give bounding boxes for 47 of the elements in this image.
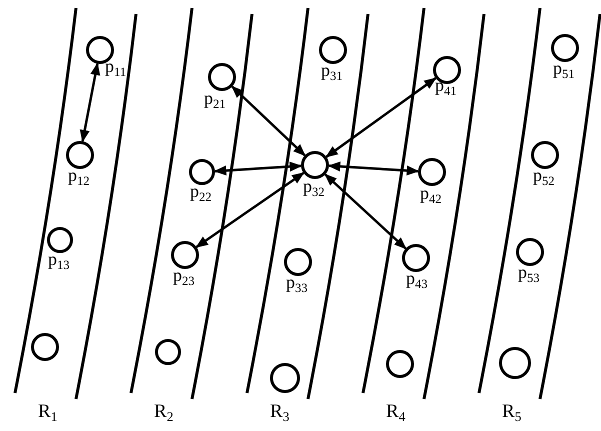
point-label: p$_{33}$ <box>286 273 308 292</box>
circle <box>208 63 236 91</box>
circle <box>284 248 312 276</box>
point-label: p$_{53}$ <box>518 263 540 282</box>
circle <box>47 227 73 253</box>
circle <box>433 56 461 84</box>
region-label: R$_{4}$ <box>386 402 406 422</box>
arrow <box>325 77 437 158</box>
circle <box>189 159 215 185</box>
arrow <box>231 86 306 156</box>
point-label: p$_{21}$ <box>204 89 226 108</box>
point-label: p$_{32}$ <box>303 177 325 196</box>
point-label: p$_{23}$ <box>173 266 195 285</box>
arrow <box>328 162 420 176</box>
circle <box>155 339 181 365</box>
circle <box>319 36 347 64</box>
region-label: R$_{1}$ <box>38 402 58 422</box>
point-label: p$_{51}$ <box>553 59 575 78</box>
circle <box>418 158 446 186</box>
point-label: p$_{43}$ <box>406 269 428 288</box>
region-label: R$_{3}$ <box>270 402 290 422</box>
circle <box>270 363 300 393</box>
circle <box>31 333 59 361</box>
circle <box>531 141 559 169</box>
region-label: R$_{2}$ <box>154 402 174 422</box>
point-label: p$_{12}$ <box>68 166 90 185</box>
circle <box>551 34 579 62</box>
circle <box>86 36 114 64</box>
point-label: p$_{52}$ <box>533 166 555 185</box>
point-label: p$_{42}$ <box>420 184 442 203</box>
point-label: p$_{11}$ <box>105 57 126 76</box>
circle <box>386 350 414 378</box>
circle <box>301 151 329 179</box>
circle <box>402 244 430 272</box>
arrow <box>195 172 305 248</box>
point-label: p$_{13}$ <box>48 250 70 269</box>
circle <box>66 141 94 169</box>
region-label: R$_{5}$ <box>502 402 522 422</box>
point-label: p$_{22}$ <box>190 182 212 201</box>
circle <box>171 241 199 269</box>
circle <box>516 238 544 266</box>
arrow <box>214 162 302 176</box>
point-label: p$_{41}$ <box>435 76 457 95</box>
circle <box>499 347 531 379</box>
arrow <box>80 62 100 142</box>
point-label: p$_{31}$ <box>321 61 343 80</box>
arrow <box>324 174 407 250</box>
